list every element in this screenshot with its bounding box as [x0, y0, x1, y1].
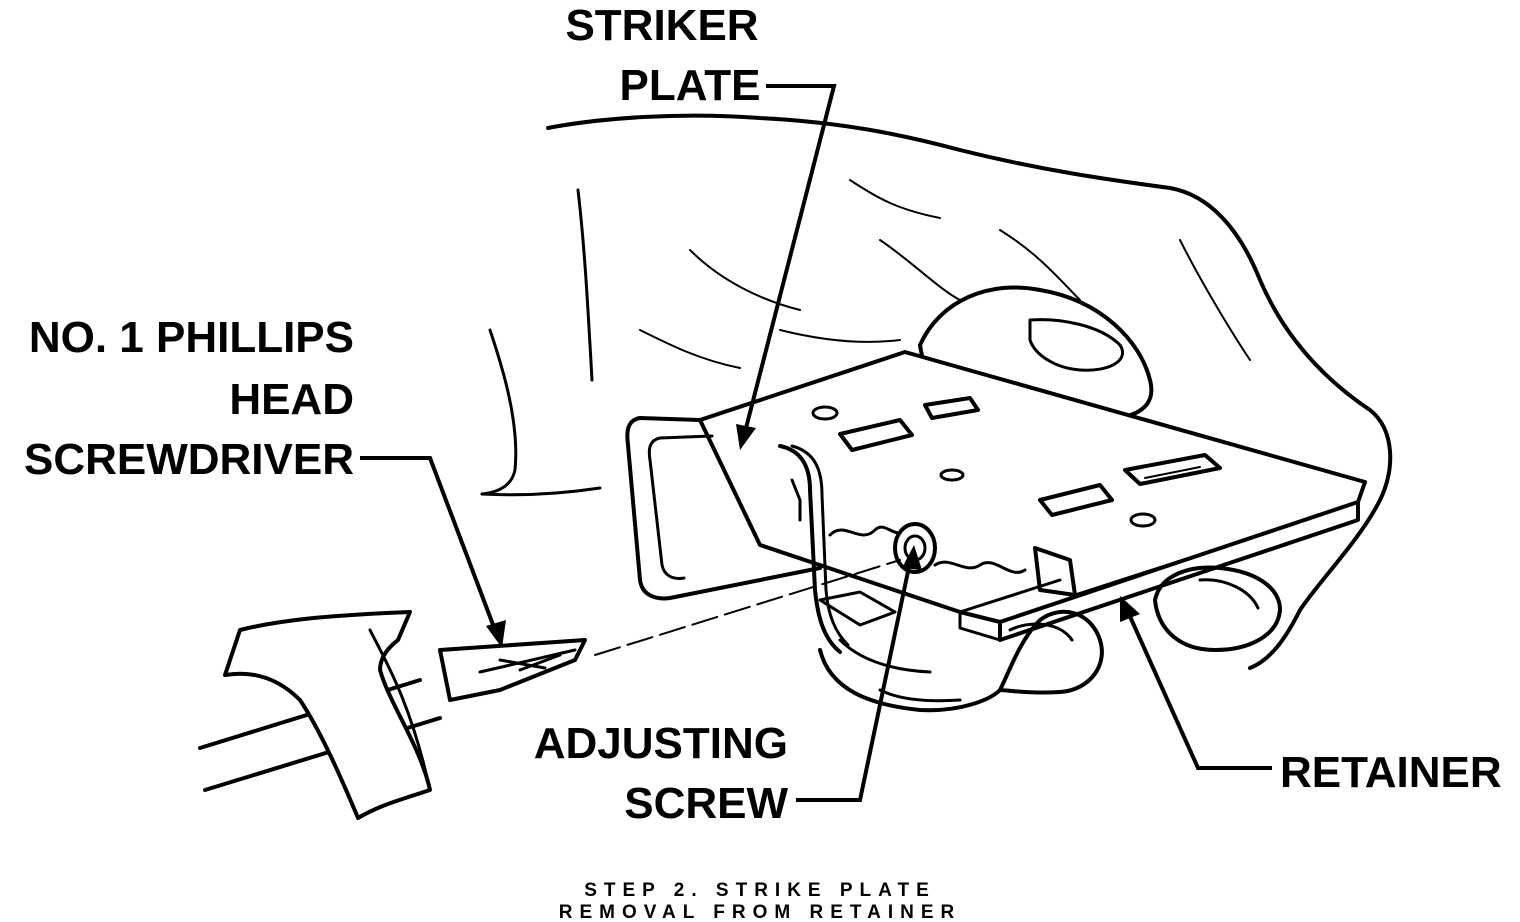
striker-plate-part [625, 350, 1367, 654]
label-retainer: RETAINER [1280, 748, 1502, 797]
leader-lines [360, 84, 1272, 802]
caption-line1: STEP 2. STRIKE PLATE [584, 880, 936, 901]
label-screwdriver-line2: HEAD [229, 375, 354, 424]
figure-caption: STEP 2. STRIKE PLATE REMOVAL FROM RETAIN… [559, 880, 961, 922]
label-adjusting-line2: SCREW [624, 779, 788, 828]
screwdriver-part [198, 559, 901, 820]
screwdriver-arrowhead [486, 620, 506, 648]
label-striker-line1: STRIKER [565, 1, 758, 50]
label-striker-line2: PLATE [620, 61, 761, 110]
label-screwdriver-line1: NO. 1 PHILLIPS [29, 313, 354, 362]
callout-labels: STRIKER PLATE NO. 1 PHILLIPS HEAD SCREWD… [24, 1, 1502, 828]
label-screwdriver-line3: SCREWDRIVER [24, 435, 354, 484]
striker-plate-arrowhead [736, 424, 756, 450]
retainer-arrowhead [1120, 596, 1140, 622]
caption-line2: REMOVAL FROM RETAINER [559, 902, 961, 922]
label-adjusting-line1: ADJUSTING [534, 719, 788, 768]
adjusting-screw-arrowhead [902, 545, 922, 570]
